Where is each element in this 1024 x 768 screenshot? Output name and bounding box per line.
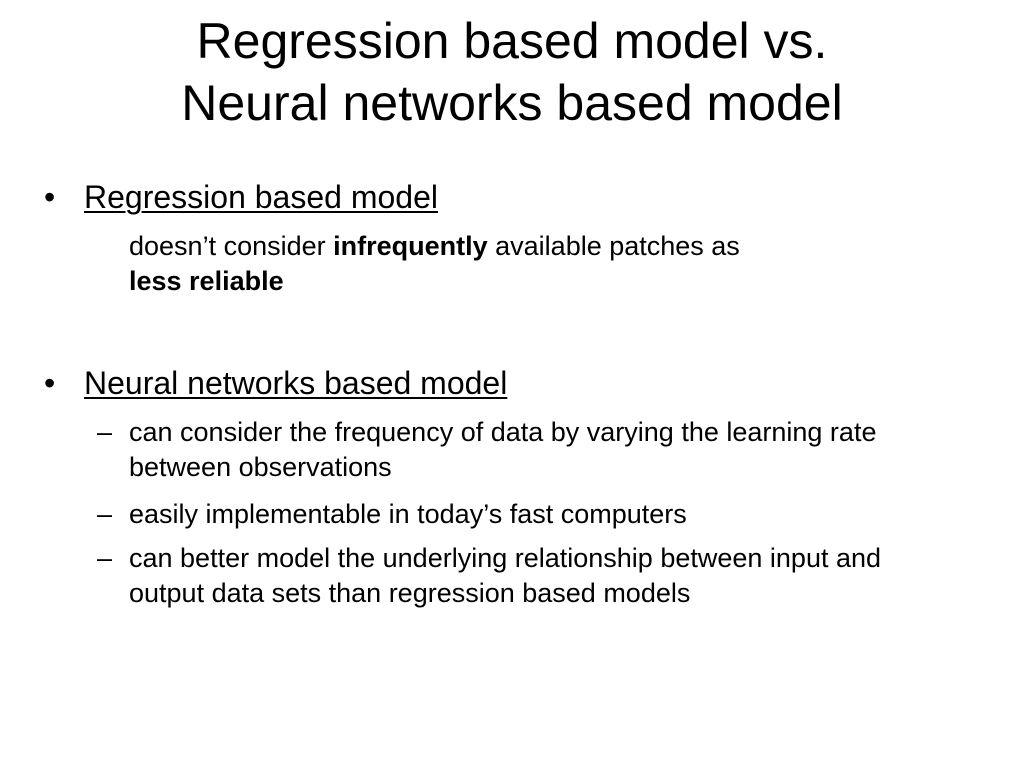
bullet-regression: • Regression based model xyxy=(44,178,438,216)
dash-marker: – xyxy=(97,543,113,573)
neural-item-better-model-text: can better model the underlying relation… xyxy=(129,543,882,608)
bullet-marker: • xyxy=(44,365,56,401)
regression-note-mid: available patches as xyxy=(487,231,740,261)
regression-note-bold-less-reliable: less reliable xyxy=(129,266,284,296)
slide-title: Regression based model vs. Neural networ… xyxy=(0,10,1024,134)
neural-item-better-model: – can better model the underlying relati… xyxy=(97,541,957,611)
bullet-label-neural-networks: Neural networks based model xyxy=(84,365,508,401)
bullet-marker: • xyxy=(44,179,56,215)
neural-item-frequency-text: can consider the frequency of data by va… xyxy=(129,417,877,482)
slide-title-line-1: Regression based model vs. xyxy=(196,13,828,69)
bullet-label-regression: Regression based model xyxy=(84,179,438,215)
dash-marker: – xyxy=(97,417,113,447)
neural-item-implementable-text: easily implementable in today’s fast com… xyxy=(129,499,687,529)
slide-title-line-2: Neural networks based model xyxy=(181,75,843,131)
dash-marker: – xyxy=(97,499,113,529)
regression-note: doesn’t consider infrequently available … xyxy=(129,229,949,299)
regression-note-bold-infrequently: infrequently xyxy=(333,231,488,261)
regression-note-pre: doesn’t consider xyxy=(129,231,334,261)
neural-item-frequency: – can consider the frequency of data by … xyxy=(97,415,957,485)
neural-item-implementable: – easily implementable in today’s fast c… xyxy=(97,497,957,532)
bullet-neural-networks: • Neural networks based model xyxy=(44,364,507,402)
